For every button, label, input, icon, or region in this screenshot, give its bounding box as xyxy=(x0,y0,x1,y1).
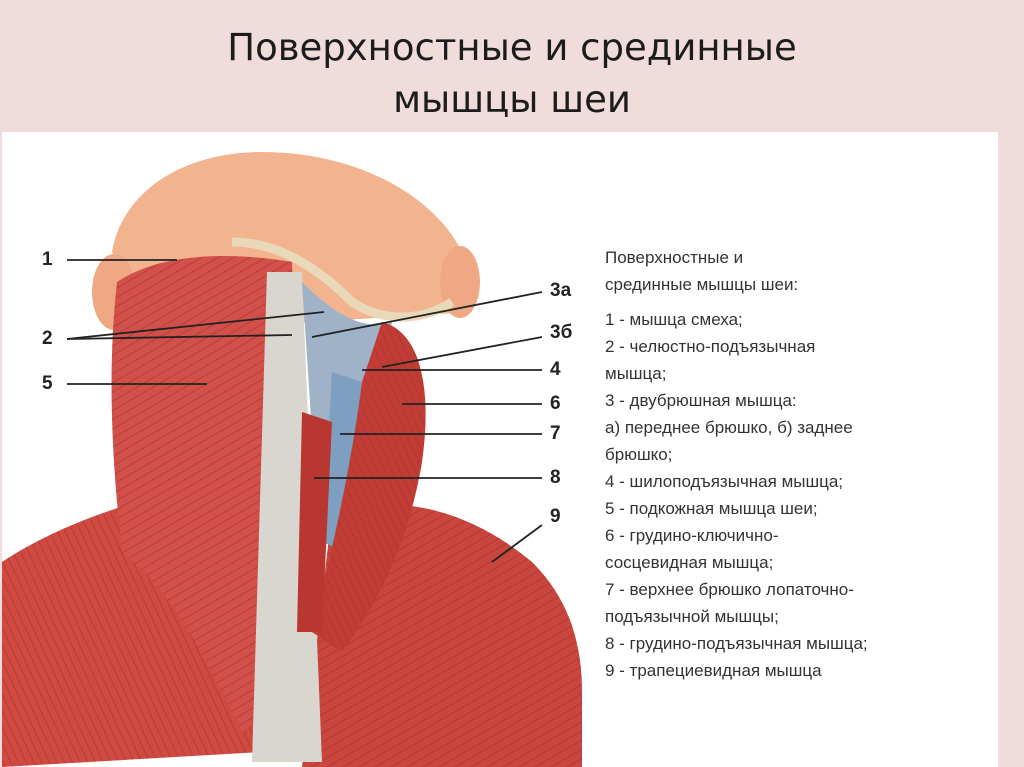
legend: Поверхностные и срединные мышцы шеи: 1 -… xyxy=(605,244,985,684)
platysma-fibers xyxy=(111,256,302,732)
legend-line: подъязычной мышцы; xyxy=(605,607,779,626)
label-8: 8 xyxy=(550,467,561,488)
legend-line: 3 - двубрюшная мышца: xyxy=(605,391,797,410)
legend-line: 7 - верхнее брюшко лопаточно- xyxy=(605,580,854,599)
slide-title-line-2: мышцы шеи xyxy=(393,78,631,121)
leader-lines xyxy=(66,259,543,563)
legend-line: срединные мышцы шеи: xyxy=(605,275,799,294)
legend-line: брюшко; xyxy=(605,445,673,464)
label-3b: 3б xyxy=(550,322,573,343)
vein xyxy=(322,372,362,552)
legend-line: а) переднее брюшко, б) заднее xyxy=(605,418,853,437)
label-7: 7 xyxy=(550,423,561,444)
slide-title-line-1: Поверхностные и срединные xyxy=(227,26,797,69)
legend-line: 5 - подкожная мышца шеи; xyxy=(605,499,818,518)
legend-line: 4 - шилоподъязычная мышца; xyxy=(605,472,844,491)
label-5: 5 xyxy=(42,373,53,394)
legend-line: 8 - грудино-подъязычная мышца; xyxy=(605,634,868,653)
label-1: 1 xyxy=(42,249,53,270)
sternocleidomastoid-fibers xyxy=(312,322,426,652)
legend-line: Поверхностные и xyxy=(605,248,744,267)
label-4: 4 xyxy=(550,359,561,380)
legend-line: 2 - челюстно-подъязычная xyxy=(605,337,816,356)
infrahyoid-muscles xyxy=(297,412,332,632)
legend-line: 6 - грудино-ключично- xyxy=(605,526,779,545)
slide-title: Поверхностные и срединные мышцы шеи xyxy=(0,22,1024,126)
label-3a: 3а xyxy=(550,280,572,301)
label-9: 9 xyxy=(550,506,561,527)
label-2: 2 xyxy=(42,328,53,349)
legend-line: мышца; xyxy=(605,364,667,383)
label-6: 6 xyxy=(550,393,561,414)
legend-line: сосцевидная мышца; xyxy=(605,553,774,572)
neck-muscle-illustration xyxy=(2,152,582,767)
legend-line: 1 - мышца смеха; xyxy=(605,310,743,329)
title-band xyxy=(0,0,1024,132)
content-panel: 1 2 5 3а 3б 4 6 7 8 9 Поверхностные и ср… xyxy=(2,132,998,767)
legend-line: 9 - трапециевидная мышца xyxy=(605,661,822,680)
midline-fascia xyxy=(252,272,322,762)
